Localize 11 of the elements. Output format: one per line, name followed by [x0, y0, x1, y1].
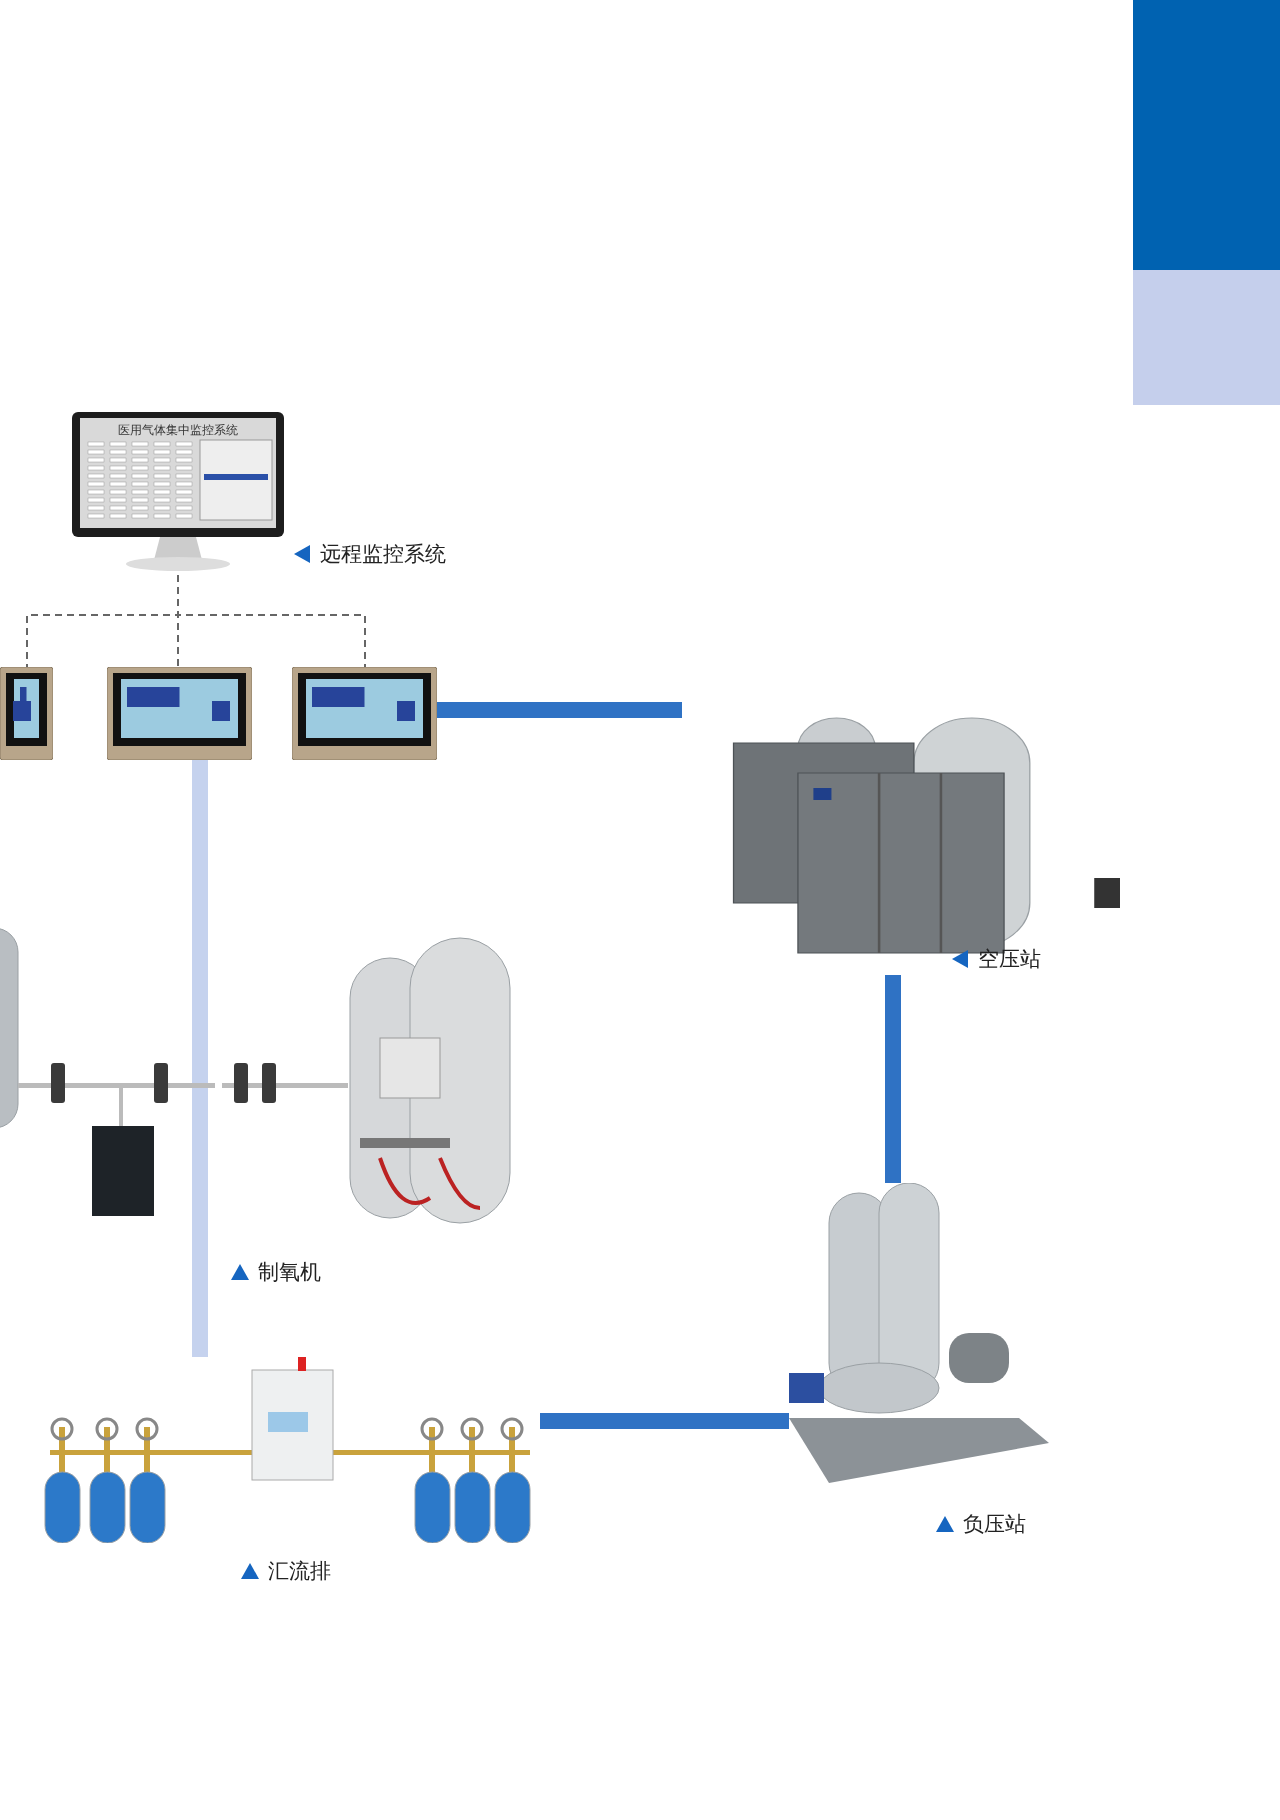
- node-label: 制氧机: [258, 1259, 321, 1286]
- node-label: 汇流排: [268, 1558, 331, 1585]
- node-label: 远程监控系统: [320, 541, 446, 568]
- pipeline: [437, 702, 682, 718]
- screen-title: 医用气体集中监控系统: [117, 422, 239, 439]
- pipeline: [540, 1413, 789, 1429]
- node-label: 空压站: [978, 946, 1041, 973]
- pipeline: [192, 760, 208, 1357]
- node-label: 负压站: [963, 1511, 1026, 1538]
- signal-line: [177, 574, 366, 668]
- pipeline: [885, 975, 901, 1183]
